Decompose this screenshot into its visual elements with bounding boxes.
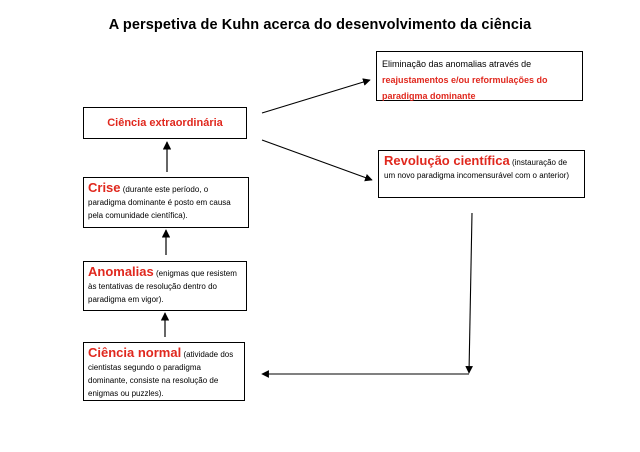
arrow-extraordinaria-to-revolucao bbox=[261, 139, 373, 182]
diagram-title: A perspetiva de Kuhn acerca do desenvolv… bbox=[108, 17, 532, 33]
ciencia-normal-description: (atividade dos cientistas segundo o para… bbox=[88, 350, 234, 398]
arrow-extraordinaria-to-eliminacao bbox=[261, 78, 371, 114]
arrow-revolucao-down bbox=[465, 212, 473, 374]
revolucao-box: Revolução científica (instauração de um … bbox=[378, 150, 585, 198]
revolucao-description: (instauração de um novo paradigma income… bbox=[384, 158, 569, 180]
eliminacao-text: Eliminação das anomalias através de bbox=[382, 59, 532, 69]
ciencia-normal-heading: Ciência normal bbox=[88, 345, 182, 360]
crise-description: (durante este período, o paradigma domin… bbox=[88, 185, 231, 220]
revolucao-heading: Revolução científica bbox=[384, 153, 510, 168]
crise-heading: Crise bbox=[88, 180, 121, 195]
ciencia-normal-box: Ciência normal (atividade dos cientistas… bbox=[83, 342, 245, 401]
anomalias-heading: Anomalias bbox=[88, 264, 154, 279]
anomalias-box: Anomalias (enigmas que resistem às tenta… bbox=[83, 261, 247, 311]
eliminacao-emphasis: reajustamentos e/ou reformulações do par… bbox=[382, 75, 548, 101]
eliminacao-box: Eliminação das anomalias através de reaj… bbox=[376, 51, 583, 101]
ciencia-extraordinaria-box: Ciência extraordinária bbox=[83, 107, 247, 139]
anomalias-description: (enigmas que resistem às tentativas de r… bbox=[88, 269, 237, 304]
ciencia-extraordinaria-label: Ciência extraordinária bbox=[107, 117, 223, 129]
crise-box: Crise (durante este período, o paradigma… bbox=[83, 177, 249, 228]
